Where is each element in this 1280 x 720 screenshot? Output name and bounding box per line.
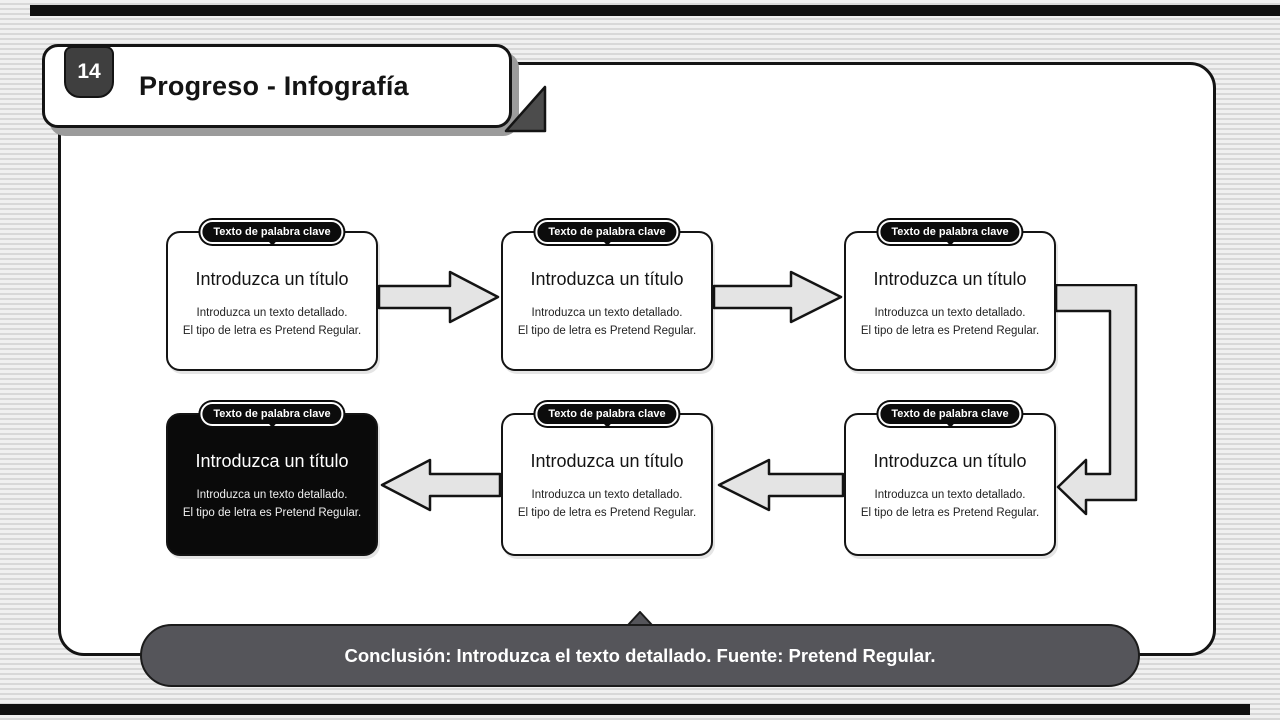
arrow-left-icon xyxy=(717,458,844,512)
step-body: Introduzca un texto detallado. El tipo d… xyxy=(517,489,697,519)
keyword-pill: Texto de palabra clave xyxy=(200,220,344,244)
arrow-right-icon xyxy=(713,270,843,324)
keyword-pill: Texto de palabra clave xyxy=(200,402,344,426)
step-title: Introduzca un título xyxy=(195,451,349,471)
keyword-pill: Texto de palabra clave xyxy=(878,402,1022,426)
step-body: Introduzca un texto detallado. El tipo d… xyxy=(517,307,697,337)
elbow-connector-icon xyxy=(1056,284,1138,516)
step-box-5: Texto de palabra clave Introduzca un tít… xyxy=(501,402,713,556)
bottom-edge-bar xyxy=(0,704,1250,715)
page-title: Progreso - Infografía xyxy=(139,70,409,101)
step-title: Introduzca un título xyxy=(873,451,1027,471)
step-box-3: Texto de palabra clave Introduzca un tít… xyxy=(844,220,1056,371)
step-body: Introduzca un texto detallado. El tipo d… xyxy=(860,489,1040,519)
keyword-label: Texto de palabra clave xyxy=(213,226,331,238)
slide-header: Progreso - Infografía xyxy=(42,44,512,128)
top-edge-bar xyxy=(30,5,1280,16)
conclusion-text: Conclusión: Introduzca el texto detallad… xyxy=(344,644,936,666)
keyword-pill: Texto de palabra clave xyxy=(535,220,679,244)
step-box-1: Texto de palabra clave Introduzca un tít… xyxy=(166,220,378,371)
keyword-label: Texto de palabra clave xyxy=(548,408,666,420)
keyword-pill: Texto de palabra clave xyxy=(878,220,1022,244)
arrow-right-icon xyxy=(378,270,500,324)
step-body: Introduzca un texto detallado. El tipo d… xyxy=(182,307,362,337)
step-title: Introduzca un título xyxy=(873,269,1027,289)
step-title: Introduzca un título xyxy=(195,269,349,289)
content-card: Texto de palabra clave Introduzca un tít… xyxy=(58,62,1224,666)
arrow-left-icon xyxy=(380,458,501,512)
keyword-label: Texto de palabra clave xyxy=(213,408,331,420)
keyword-pill: Texto de palabra clave xyxy=(535,402,679,426)
page-curl-icon xyxy=(504,85,547,133)
page-number-badge: 14 xyxy=(64,46,114,98)
conclusion-banner: Conclusión: Introduzca el texto detallad… xyxy=(140,624,1140,687)
step-body: Introduzca un texto detallado. El tipo d… xyxy=(860,307,1040,337)
speech-tail-icon xyxy=(627,611,653,626)
step-body: Introduzca un texto detallado. El tipo d… xyxy=(182,489,362,519)
page-number: 14 xyxy=(77,60,101,83)
keyword-label: Texto de palabra clave xyxy=(891,408,1009,420)
step-box-4: Texto de palabra clave Introduzca un tít… xyxy=(844,402,1056,556)
step-box-6-final: Texto de palabra clave Introduzca un tít… xyxy=(166,402,378,556)
step-title: Introduzca un título xyxy=(530,451,684,471)
keyword-label: Texto de palabra clave xyxy=(548,226,666,238)
step-box-2: Texto de palabra clave Introduzca un tít… xyxy=(501,220,713,371)
step-title: Introduzca un título xyxy=(530,269,684,289)
keyword-label: Texto de palabra clave xyxy=(891,226,1009,238)
